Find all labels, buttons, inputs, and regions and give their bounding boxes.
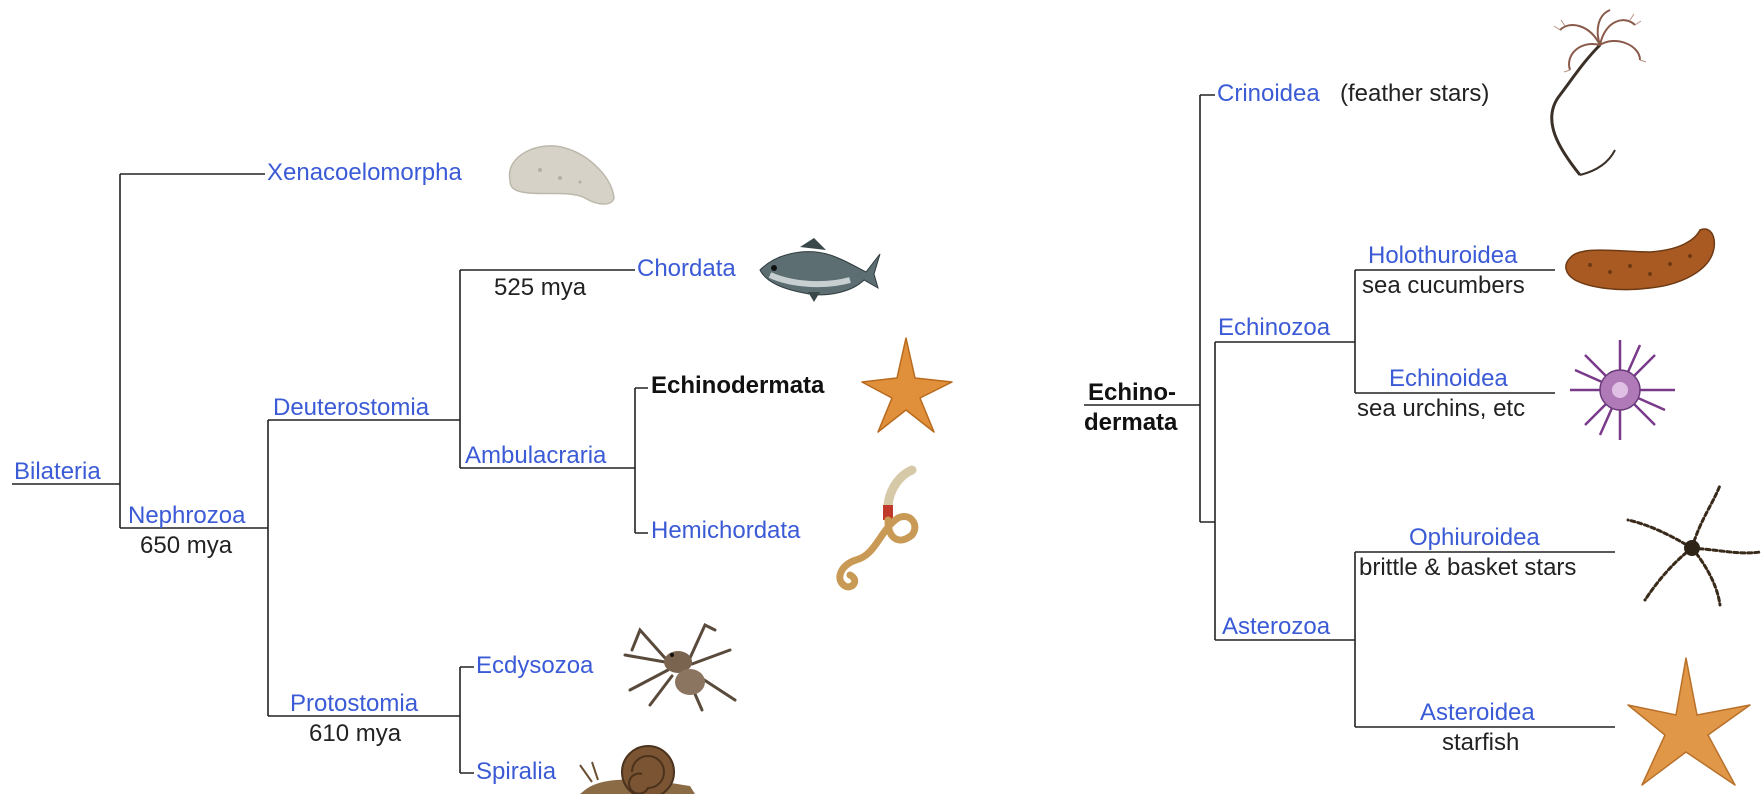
nephrozoa-age: 650 mya: [140, 532, 233, 559]
node-ambulacraria[interactable]: Ambulacraria: [465, 442, 607, 469]
holothuroidea-note: sea cucumbers: [1362, 272, 1525, 299]
sea-cucumber-icon: [1566, 229, 1714, 290]
tree-branch-lines: [12, 174, 648, 773]
starfish-icon: [862, 338, 952, 432]
fish-icon: [760, 238, 880, 302]
taxon-echinoidea[interactable]: Echinoidea: [1389, 365, 1508, 392]
node-echinozoa[interactable]: Echinozoa: [1218, 314, 1331, 341]
echinodermata-tree: Echino- dermata Crinoidea (feather stars…: [1084, 10, 1760, 785]
acorn-worm-icon: [840, 470, 915, 587]
taxon-chordata[interactable]: Chordata: [637, 255, 736, 282]
starfish-icon: [1628, 658, 1750, 785]
taxon-ophiuroidea[interactable]: Ophiuroidea: [1409, 524, 1540, 551]
node-deuterostomia[interactable]: Deuterostomia: [273, 394, 430, 421]
taxon-ecdysozoa[interactable]: Ecdysozoa: [476, 652, 594, 679]
taxon-echinodermata: Echinodermata: [651, 372, 825, 399]
flatworm-icon: [510, 146, 614, 204]
root-echinodermata-line2: dermata: [1084, 409, 1178, 436]
crinoid-icon: [1552, 10, 1646, 175]
chordata-age: 525 mya: [494, 274, 587, 301]
node-nephrozoa[interactable]: Nephrozoa: [128, 502, 246, 529]
crinoidea-note: (feather stars): [1340, 80, 1489, 107]
asteroidea-note: starfish: [1442, 729, 1519, 756]
node-asterozoa[interactable]: Asterozoa: [1222, 613, 1331, 640]
taxon-spiralia[interactable]: Spiralia: [476, 758, 557, 785]
bilateria-tree: Bilateria Xenacoelomorpha Nephrozoa 650 …: [12, 146, 952, 794]
taxon-hemichordata[interactable]: Hemichordata: [651, 517, 801, 544]
taxon-crinoidea[interactable]: Crinoidea: [1217, 80, 1320, 107]
taxon-holothuroidea[interactable]: Holothuroidea: [1368, 242, 1518, 269]
echinoidea-note: sea urchins, etc: [1357, 395, 1525, 422]
protostomia-age: 610 mya: [309, 720, 402, 747]
snail-icon: [580, 746, 695, 794]
brittle-star-icon: [1628, 485, 1760, 605]
taxon-asteroidea[interactable]: Asteroidea: [1420, 699, 1535, 726]
taxon-xenacoelomorpha[interactable]: Xenacoelomorpha: [267, 159, 462, 186]
root-echinodermata-line1: Echino-: [1088, 379, 1176, 406]
ophiuroidea-note: brittle & basket stars: [1359, 554, 1576, 581]
spider-icon: [625, 625, 735, 710]
node-bilateria[interactable]: Bilateria: [14, 458, 101, 485]
sea-urchin-icon: [1570, 340, 1675, 440]
node-protostomia[interactable]: Protostomia: [290, 690, 419, 717]
